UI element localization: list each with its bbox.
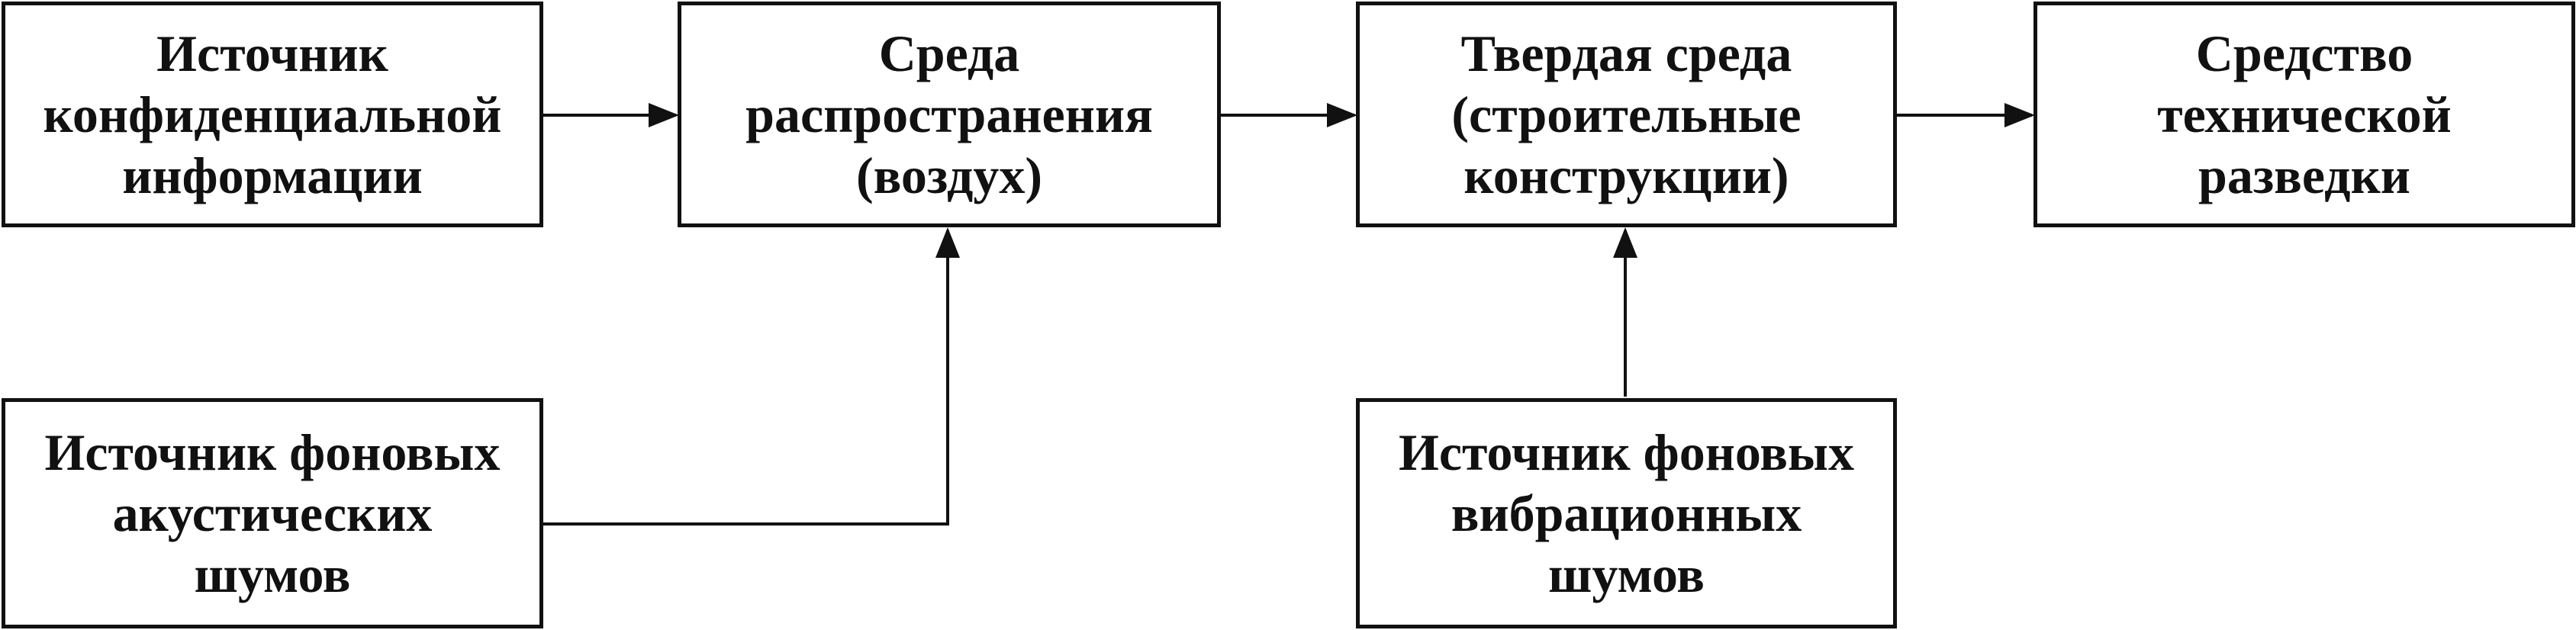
node-solid-medium-label: Твердая среда (строительные конструкции) — [1451, 24, 1802, 204]
node-air-medium-label: Среда распространения (воздух) — [745, 24, 1153, 204]
arrow-acoustic-to-air — [543, 227, 960, 526]
node-vibration-noise: Источник фоновых вибрационных шумов — [1356, 398, 1897, 628]
node-acoustic-noise: Источник фоновых акустических шумов — [2, 398, 543, 628]
node-air-medium: Среда распространения (воздух) — [678, 2, 1221, 227]
node-solid-medium: Твердая среда (строительные конструкции) — [1356, 2, 1897, 227]
node-acoustic-noise-label: Источник фоновых акустических шумов — [44, 423, 501, 603]
node-source-confidential-label: Источник конфиденциальной информации — [43, 24, 502, 204]
node-source-confidential: Источник конфиденциальной информации — [2, 2, 543, 227]
node-intelligence-tool-label: Средство технической разведки — [2157, 24, 2452, 204]
node-intelligence-tool: Средство технической разведки — [2033, 2, 2575, 227]
node-vibration-noise-label: Источник фоновых вибрационных шумов — [1398, 423, 1855, 603]
